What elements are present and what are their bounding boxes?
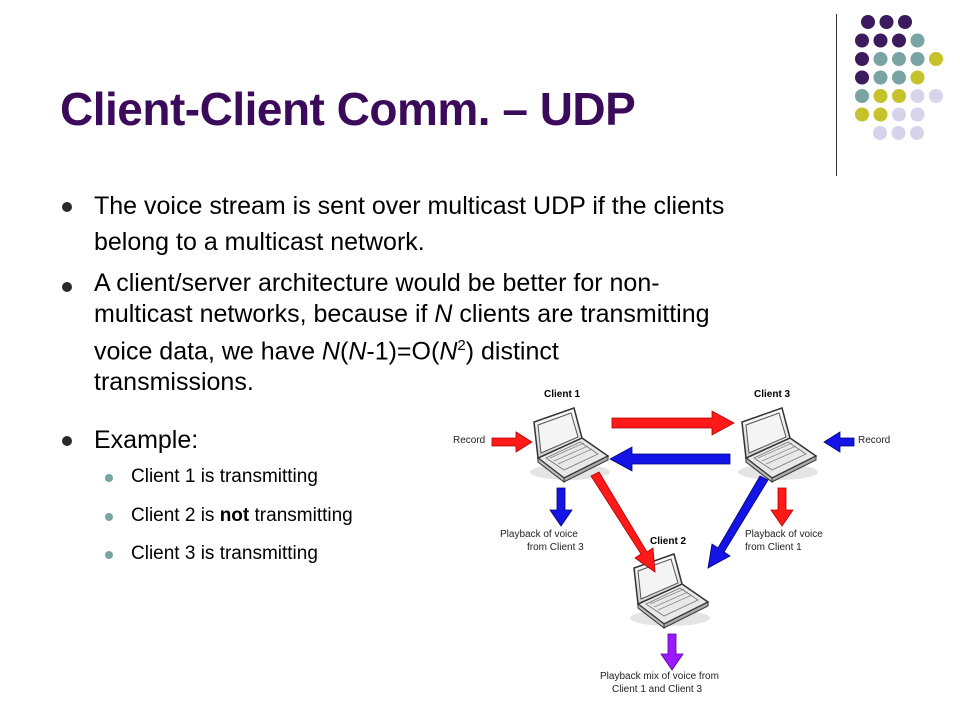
decorative-dot (873, 70, 888, 85)
bullet-2-line-4: transmissions. (94, 368, 254, 397)
playback-arrow-client-3 (770, 487, 794, 527)
client-3-laptop-icon (737, 407, 819, 483)
sub-bullet-1: Client 1 is transmitting (105, 464, 318, 490)
record-right-label: Record (858, 435, 890, 446)
playback-client-2-line-1: Playback mix of voice from (600, 671, 719, 682)
bullet-2-line-3: voice data, we have N(N-1)=O(N2) distinc… (94, 337, 559, 366)
arrow-client-1-to-client-3 (611, 410, 735, 436)
bullet-1-line-1: The voice stream is sent over multicast … (94, 192, 725, 220)
sub-bullet-dot (105, 551, 113, 559)
decorative-dot (892, 70, 906, 85)
decorative-dot (879, 15, 894, 29)
bullet-3-line-1: Example: (94, 426, 199, 454)
slide-title: Client-Client Comm. – UDP (60, 83, 636, 135)
sub-bullet-1-text: Client 1 is transmitting (131, 466, 318, 487)
italic-variable: N (348, 337, 367, 366)
sub-bullet-2-text-post: transmitting (249, 505, 353, 526)
bullet-1-line-2: belong to a multicast network. (94, 228, 425, 256)
sub-bullet-3-text: Client 3 is transmitting (131, 543, 318, 564)
client-2-label: Client 2 (650, 536, 687, 547)
bullet-1: The voice stream is sent over multicast … (62, 188, 725, 260)
decorative-dot (855, 89, 869, 103)
playback-arrow-client-2 (660, 633, 684, 671)
decorative-dot (855, 52, 869, 66)
decorative-dot (910, 126, 924, 140)
decorative-dot (873, 107, 888, 122)
decorative-dot (910, 33, 925, 48)
sub-bullet-dot (105, 513, 113, 521)
bullet-dot (62, 436, 72, 446)
udp-diagram: Client 1 Client 3 Client 2 Record Record… (453, 389, 890, 695)
playback-client-1-line-2: from Client 3 (527, 542, 584, 553)
record-arrow-client-1 (491, 431, 533, 453)
decorative-dot (892, 33, 906, 48)
decorative-dot (892, 52, 906, 66)
decorative-dot (855, 33, 869, 48)
arrow-client-1-to-client-2 (590, 471, 656, 573)
decorative-vertical-line (836, 14, 837, 176)
client-1-laptop-icon (529, 407, 611, 483)
decorative-dot (892, 89, 906, 103)
decorative-dot (891, 126, 906, 140)
decorative-dot (873, 89, 888, 103)
decorative-dot (910, 107, 925, 122)
playback-client-2-line-2: Client 1 and Client 3 (612, 684, 702, 695)
decorative-dot (873, 33, 888, 48)
record-arrow-client-3 (823, 431, 855, 453)
decorative-dot (861, 15, 875, 29)
sub-bullet-2: Client 2 is not transmitting (105, 503, 353, 529)
decorative-dot (929, 89, 943, 103)
decorative-dot (910, 70, 925, 85)
superscript: 2 (457, 337, 466, 354)
client-1-label: Client 1 (544, 389, 581, 400)
italic-variable: N (439, 337, 458, 366)
decorative-dot (898, 15, 912, 29)
decorative-dot (855, 70, 869, 85)
playback-client-1-line-1: Playback of voice (500, 529, 578, 540)
arrow-client-3-to-client-1 (609, 446, 731, 472)
decorative-dot (855, 107, 869, 122)
sub-bullet-dot (105, 474, 113, 482)
playback-arrow-client-1 (549, 487, 573, 527)
decorative-dot (892, 107, 906, 122)
bullet-dot (62, 282, 72, 292)
bullet-dot (62, 202, 72, 212)
decorative-dot (910, 52, 925, 66)
client-2-laptop-icon (629, 553, 711, 629)
decorative-dot-grid (855, 15, 943, 140)
sub-bullet-2-text-pre: Client 2 is (131, 505, 220, 526)
decorative-dot (929, 52, 943, 66)
bullet-2: A client/server architecture would be be… (62, 268, 710, 398)
playback-client-3-line-2: from Client 1 (745, 542, 802, 553)
bullet-3: Example: (62, 422, 199, 458)
decorative-dot (910, 89, 925, 103)
decorative-dot (873, 126, 887, 140)
arrow-client-3-to-client-2 (707, 475, 769, 569)
italic-variable: N (434, 300, 453, 328)
sub-bullet-3: Client 3 is transmitting (105, 541, 318, 567)
bullet-2-line-1: A client/server architecture would be be… (94, 269, 660, 297)
bullet-2-line-2: multicast networks, because if N clients… (94, 300, 710, 328)
record-left-label: Record (453, 435, 485, 446)
italic-variable: N (321, 337, 340, 366)
sub-bullet-2-text-bold: not (219, 505, 250, 526)
decorative-dot (873, 52, 888, 66)
client-3-label: Client 3 (754, 389, 791, 400)
playback-client-3-line-1: Playback of voice (745, 529, 823, 540)
